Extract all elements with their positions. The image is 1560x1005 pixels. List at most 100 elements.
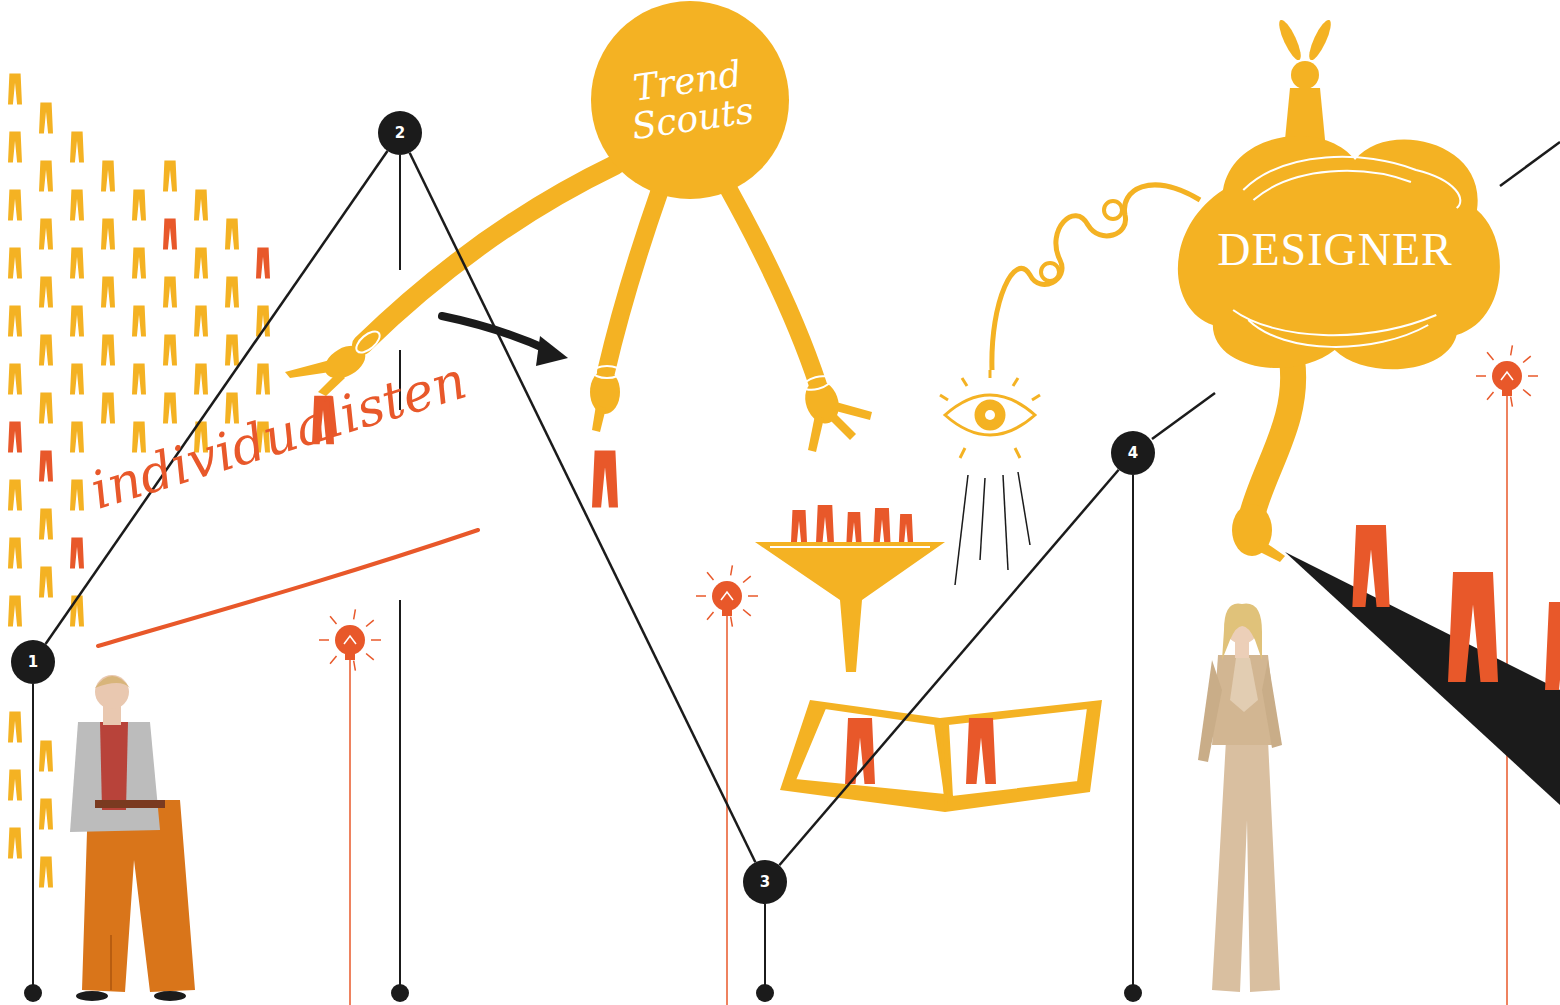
callout-number: 2 xyxy=(378,111,422,155)
lightbulb xyxy=(335,625,365,655)
pants-icon xyxy=(39,799,53,830)
lightbulb xyxy=(707,572,713,580)
callout-number: 4 xyxy=(1111,431,1155,475)
cuff xyxy=(353,328,383,357)
stem-dot xyxy=(391,984,409,1002)
person-photo xyxy=(100,722,128,810)
person-photo xyxy=(1198,604,1282,992)
pants-icon xyxy=(225,277,239,308)
lightbulb xyxy=(1502,388,1512,396)
lightbulb xyxy=(696,595,706,597)
pants-icon xyxy=(39,857,53,888)
curl-loops xyxy=(1104,201,1122,219)
funnel xyxy=(755,505,945,672)
pants-icon xyxy=(592,450,618,507)
pants-icon xyxy=(8,828,22,859)
lightbulb xyxy=(696,565,758,1005)
stem-line xyxy=(764,904,766,986)
pants-icon xyxy=(101,219,115,250)
funnel xyxy=(816,505,834,545)
zigzag-connector xyxy=(779,470,1118,866)
cloud-shape xyxy=(1249,320,1429,347)
pants-icon xyxy=(163,393,177,424)
cloud-shape xyxy=(1244,157,1461,208)
pants-icon xyxy=(225,335,239,366)
lightbulb xyxy=(344,636,356,644)
lightbulb xyxy=(1523,389,1531,395)
runway xyxy=(1285,552,1560,805)
pants-icon xyxy=(1545,602,1560,690)
pants-icon xyxy=(101,277,115,308)
pants-icon xyxy=(256,248,270,279)
funnel xyxy=(791,510,807,546)
eye-symbol xyxy=(1013,378,1018,386)
lightbulb xyxy=(707,612,713,620)
eye-symbol xyxy=(945,395,1035,435)
lightbulb xyxy=(722,608,732,616)
node-title: Trend Scouts xyxy=(610,52,769,148)
hand xyxy=(828,412,856,440)
person-photo xyxy=(1198,660,1222,762)
hand xyxy=(1256,540,1285,562)
pants-icon xyxy=(70,190,84,221)
flow-arrow xyxy=(442,316,568,366)
stem-line xyxy=(32,684,34,986)
person-photo xyxy=(1230,658,1258,712)
lightbulb xyxy=(1501,372,1513,380)
lightbulb xyxy=(319,609,381,1005)
lightbulb xyxy=(731,565,733,575)
pants-icon xyxy=(8,480,22,511)
pants-icon xyxy=(8,364,22,395)
flow-arrow xyxy=(442,316,548,350)
pants-icon xyxy=(70,248,84,279)
designer-arm xyxy=(1252,360,1293,515)
cuff xyxy=(802,374,832,393)
pants-icon xyxy=(39,393,53,424)
underline-swash xyxy=(98,530,478,646)
lightbulb xyxy=(1528,375,1538,377)
open-book xyxy=(966,718,996,784)
callout-number: 3 xyxy=(760,875,770,890)
stem-line xyxy=(399,600,401,986)
callout-number: 1 xyxy=(28,655,38,670)
lightbulb xyxy=(743,576,751,582)
lightbulb xyxy=(371,639,381,641)
lightbulb xyxy=(349,658,351,1005)
pants-icon xyxy=(8,770,22,801)
open-book xyxy=(948,708,1088,797)
lightbulb xyxy=(319,639,329,641)
pants-icon xyxy=(39,741,53,772)
person-photo xyxy=(1212,740,1280,992)
pants-icon xyxy=(8,190,22,221)
pants-icon xyxy=(132,364,146,395)
rabbit-figure xyxy=(1291,61,1319,89)
pants-icon xyxy=(70,422,84,453)
leader-line xyxy=(1152,393,1215,439)
lightbulb xyxy=(748,595,758,597)
person-photo xyxy=(1262,660,1282,748)
hand xyxy=(808,415,824,452)
pants-icon xyxy=(70,132,84,163)
pants-icon xyxy=(39,161,53,192)
pants-icon xyxy=(39,103,53,134)
person-photo xyxy=(95,675,129,709)
open-book xyxy=(780,700,1102,812)
lightbulb xyxy=(319,345,1538,1005)
lightbulb xyxy=(1487,392,1493,400)
funnel xyxy=(755,542,945,672)
eye-symbol xyxy=(940,370,1040,458)
lightbulb xyxy=(721,592,733,600)
person-photo xyxy=(70,675,195,1001)
node-title: DESIGNER xyxy=(1217,227,1452,273)
pants-icon xyxy=(225,393,239,424)
gaze-lines xyxy=(955,475,968,585)
pants-icon xyxy=(194,248,208,279)
stem-dot xyxy=(1124,984,1142,1002)
trend-scouts-circle: Trend Scouts xyxy=(591,1,789,199)
pants-icon xyxy=(8,132,22,163)
pants-icon xyxy=(8,74,22,105)
pants-icon xyxy=(256,364,270,395)
lightbulb xyxy=(354,661,356,671)
hand xyxy=(1232,504,1285,562)
pants-icon xyxy=(8,712,22,743)
